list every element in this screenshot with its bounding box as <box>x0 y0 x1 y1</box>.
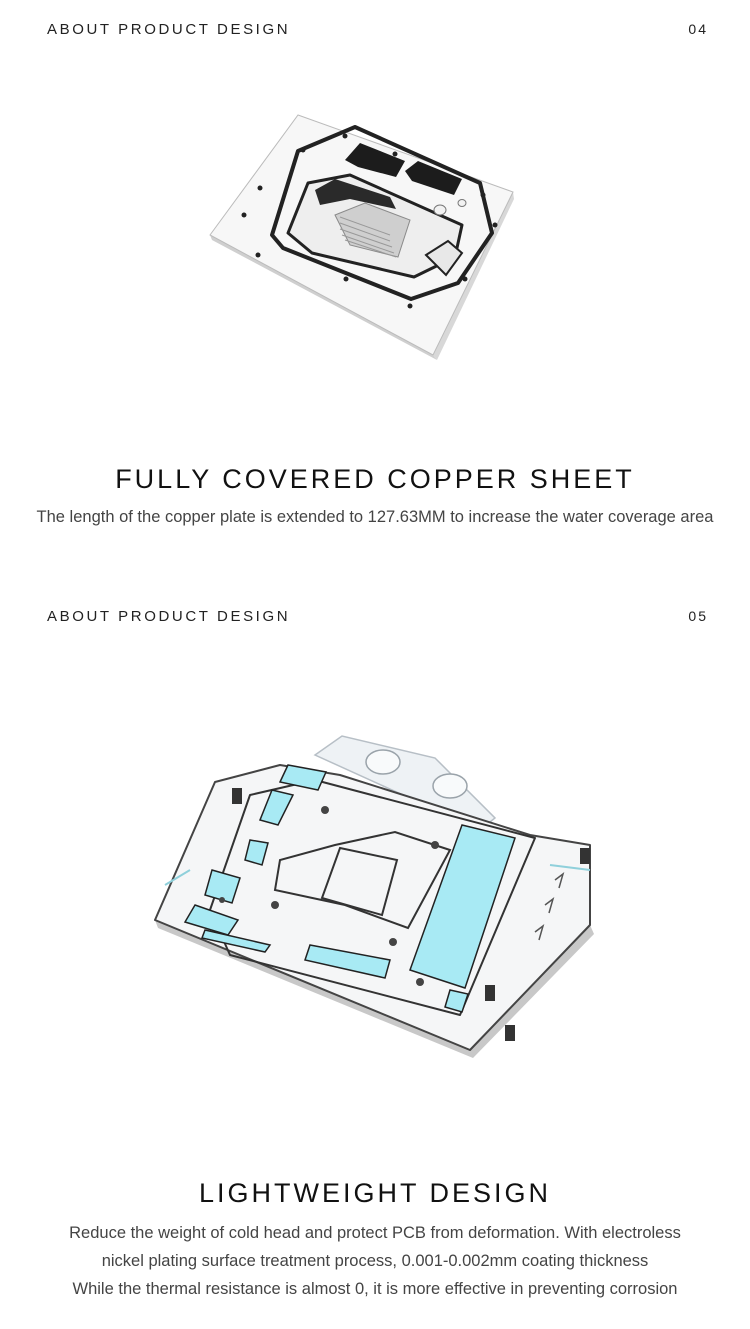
water-block-illustration <box>154 735 594 1058</box>
copper-sheet-illustration <box>209 114 514 360</box>
section-05-description-line-2: nickel plating surface treatment process… <box>101 1252 649 1270</box>
standoffs <box>232 788 590 1041</box>
section-04-header: ABOUT PRODUCT DESIGN 04 <box>0 21 750 51</box>
section-05-title: LIGHTWEIGHT DESIGN <box>198 1178 552 1208</box>
section-04-description: The length of the copper plate is extend… <box>36 508 714 526</box>
section-05-description-line-3: While the thermal resistance is almost 0… <box>72 1280 678 1298</box>
section-label: ABOUT PRODUCT DESIGN <box>47 21 291 38</box>
section-05-header: ABOUT PRODUCT DESIGN 05 <box>0 608 750 638</box>
thermal-pads <box>183 764 516 1013</box>
fin-stack <box>334 202 411 258</box>
section-number: 04 <box>688 21 708 37</box>
section-05-description-line-1: Reduce the weight of cold head and prote… <box>69 1224 681 1242</box>
section-04-title: FULLY COVERED COPPER SHEET <box>115 464 635 494</box>
section-label: ABOUT PRODUCT DESIGN <box>47 608 291 625</box>
section-number: 05 <box>688 608 708 624</box>
